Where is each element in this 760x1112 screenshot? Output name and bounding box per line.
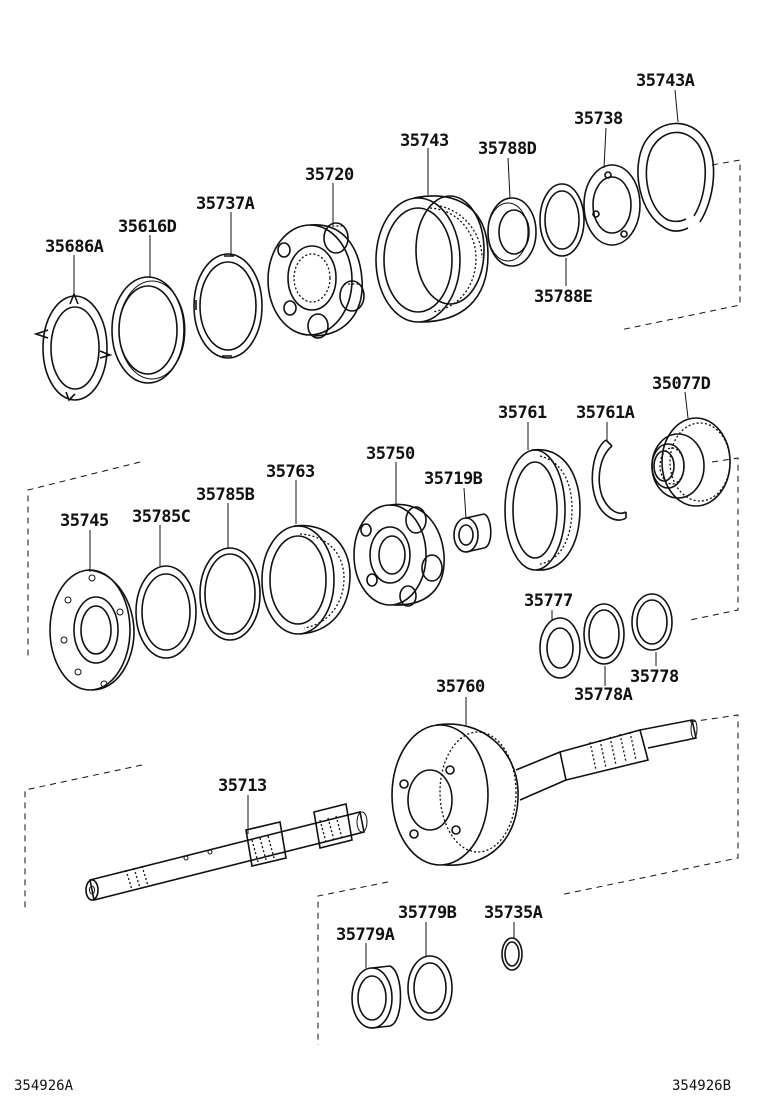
label-35763: 35763 <box>266 462 315 482</box>
part-35743-ring-gear <box>375 195 489 323</box>
part-35738-race <box>583 164 641 246</box>
part-35719B-bushing <box>453 513 492 553</box>
label-35077D: 35077D <box>652 374 711 394</box>
part-35778A-race <box>583 603 625 665</box>
label-35735A: 35735A <box>484 903 543 923</box>
part-35779B-race <box>407 955 453 1021</box>
label-35788D: 35788D <box>478 139 537 159</box>
part-35077D-clutch <box>651 417 731 507</box>
part-35745-plate <box>49 569 135 691</box>
label-35778A: 35778A <box>574 685 633 705</box>
part-35763-ring-gear <box>261 524 351 635</box>
label-35779A: 35779A <box>336 925 395 945</box>
part-35777-bearing <box>539 617 581 679</box>
label-35719B: 35719B <box>424 469 483 489</box>
part-35779A-bearing <box>351 965 402 1029</box>
part-35750-planetary-carrier <box>353 503 445 607</box>
part-35616D-bearing <box>111 276 186 384</box>
label-35785C: 35785C <box>132 507 190 527</box>
part-35735A-o-ring <box>501 937 523 971</box>
part-35788E-race <box>539 183 585 257</box>
label-35743A: 35743A <box>636 71 695 91</box>
label-35745: 35745 <box>60 511 109 531</box>
label-35778: 35778 <box>630 667 679 687</box>
leader-lines <box>73 89 689 968</box>
group-outline-shaft <box>24 714 739 1045</box>
label-35760: 35760 <box>436 677 485 697</box>
label-35788E: 35788E <box>534 287 593 307</box>
label-35720: 35720 <box>305 165 354 185</box>
label-35750: 35750 <box>366 444 415 464</box>
part-35720-planetary-carrier <box>267 222 365 339</box>
part-35686A-race <box>33 291 113 402</box>
group-outline-top <box>619 159 741 331</box>
part-35785B-bearing <box>199 547 261 641</box>
label-35737A: 35737A <box>196 194 255 214</box>
part-35713-shaft <box>85 803 368 901</box>
part-35760-output-shaft <box>391 719 698 866</box>
label-35785B: 35785B <box>196 485 255 505</box>
group-outline-middle <box>27 457 739 660</box>
reference-code-left: 354926A <box>14 1078 74 1094</box>
label-35738: 35738 <box>574 109 623 129</box>
label-35761A: 35761A <box>576 403 635 423</box>
reference-code-right: 354926B <box>672 1078 731 1094</box>
label-35761: 35761 <box>498 403 547 423</box>
part-labels: 35743A 35738 35788D 35743 35720 35737A 3… <box>45 71 711 945</box>
label-35777: 35777 <box>524 591 573 611</box>
part-35788D-bearing <box>487 197 537 267</box>
label-35713: 35713 <box>218 776 267 796</box>
part-35785C-race <box>135 565 197 659</box>
label-35743: 35743 <box>400 131 449 151</box>
part-35743A-snap-ring <box>637 122 715 232</box>
part-35761A-snap-ring <box>591 439 627 521</box>
part-35778-race <box>631 593 673 651</box>
part-35761-gear-drum <box>504 449 581 571</box>
label-35616D: 35616D <box>118 217 177 237</box>
label-35686A: 35686A <box>45 237 104 257</box>
part-35737A-race <box>193 253 263 359</box>
label-35779B: 35779B <box>398 903 457 923</box>
